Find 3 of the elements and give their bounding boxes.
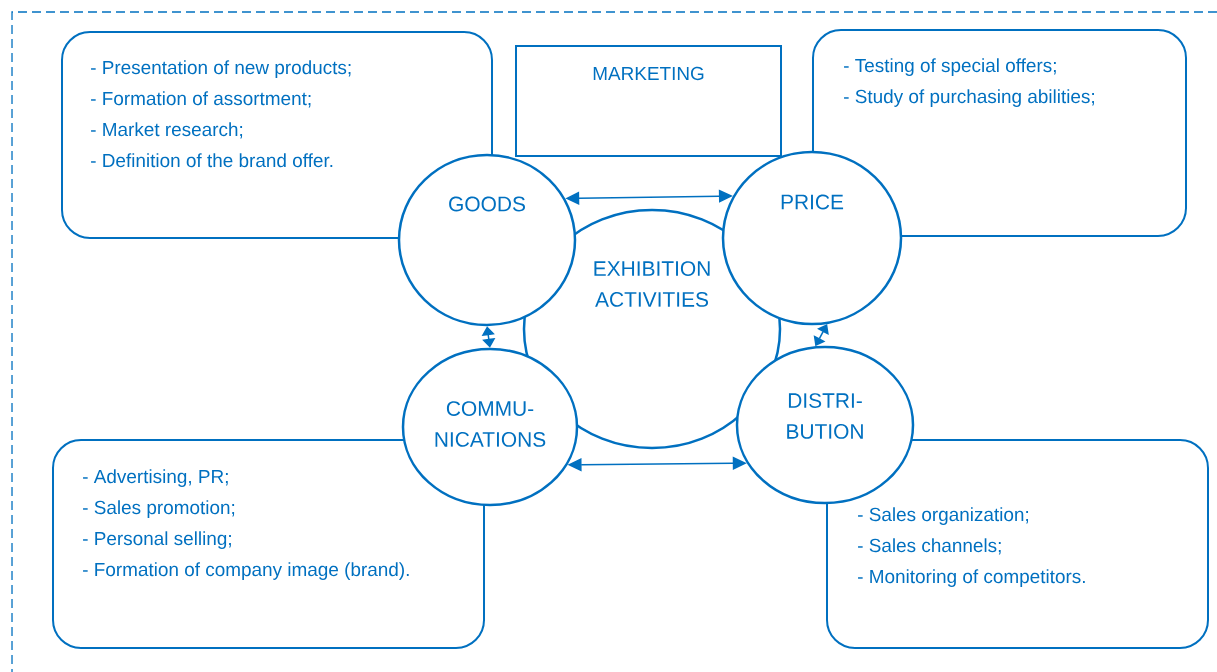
text-box: MARKETING	[515, 45, 782, 157]
arrow	[481, 326, 496, 348]
text-box: - Sales organization; - Sales channels; - Monitoring of competitors.	[826, 439, 1209, 649]
